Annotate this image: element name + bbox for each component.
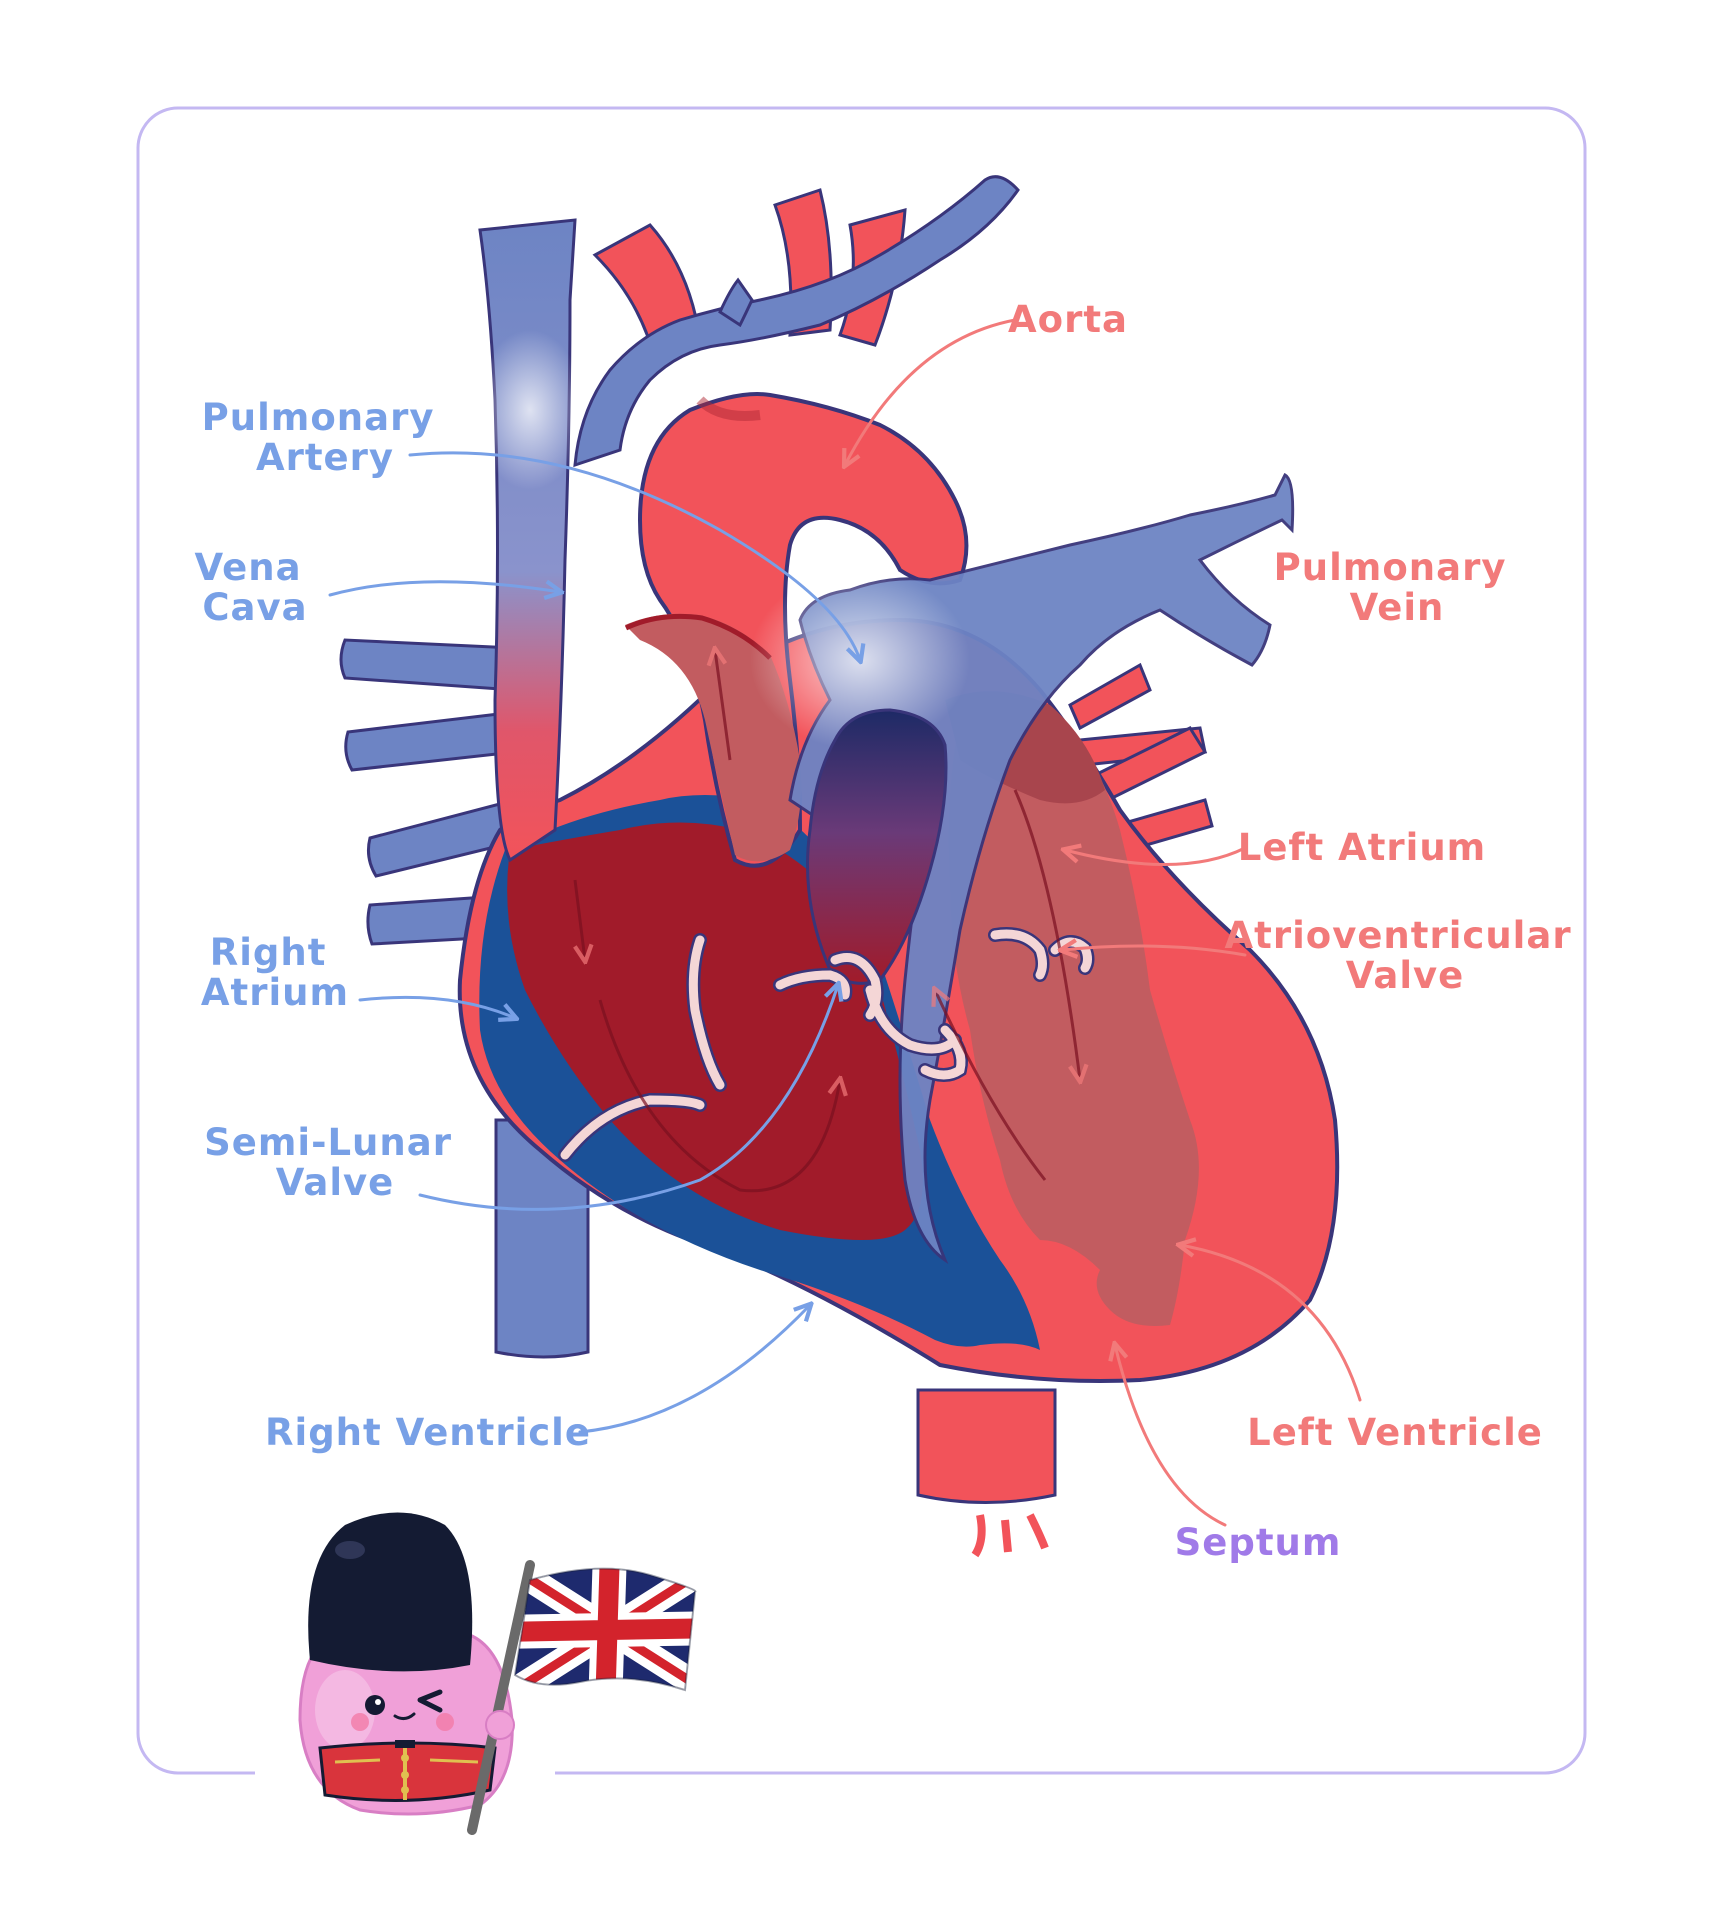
right-ventricle-line bbox=[578, 1305, 810, 1434]
diagram-frame bbox=[136, 106, 1587, 1775]
label-right-atrium: Right Atrium bbox=[201, 931, 349, 1014]
pulmonary-artery bbox=[573, 175, 1020, 468]
label-vena-cava: Vena Cava bbox=[195, 546, 316, 629]
left-atrium-line bbox=[1065, 848, 1247, 866]
label-semi-lunar-valve: Semi-Lunar Valve bbox=[204, 1121, 466, 1204]
atrioventricular-valve-line bbox=[1062, 946, 1247, 955]
septum-line bbox=[1115, 1345, 1227, 1527]
label-aorta: Aorta bbox=[1008, 298, 1128, 341]
semi-lunar-valve-line bbox=[418, 985, 838, 1211]
right-atrium-line bbox=[358, 995, 515, 1018]
heart-illustration bbox=[339, 175, 1340, 1558]
label-septum: Septum bbox=[1175, 1521, 1342, 1564]
callout-lines bbox=[328, 318, 1362, 1527]
pulmonary-artery-line bbox=[408, 451, 860, 660]
label-right-ventricle: Right Ventricle bbox=[265, 1411, 591, 1454]
left-ventricle-line bbox=[1180, 1245, 1362, 1402]
labels: Pulmonary Artery Vena Cava Right Atrium … bbox=[195, 298, 1586, 1564]
label-pulmonary-artery: Pulmonary Artery bbox=[202, 396, 449, 479]
label-atrioventricular-valve: Atrioventricular Valve bbox=[1225, 914, 1586, 997]
vena-cava-line bbox=[328, 582, 560, 595]
label-pulmonary-vein: Pulmonary Vein bbox=[1274, 546, 1521, 629]
aorta-line bbox=[845, 318, 1017, 465]
vena-cava bbox=[478, 218, 577, 863]
label-left-ventricle: Left Ventricle bbox=[1247, 1411, 1543, 1454]
label-left-atrium: Left Atrium bbox=[1238, 826, 1486, 869]
royal-guard-mascot bbox=[255, 1512, 555, 1835]
left-chamber bbox=[948, 710, 1199, 1326]
